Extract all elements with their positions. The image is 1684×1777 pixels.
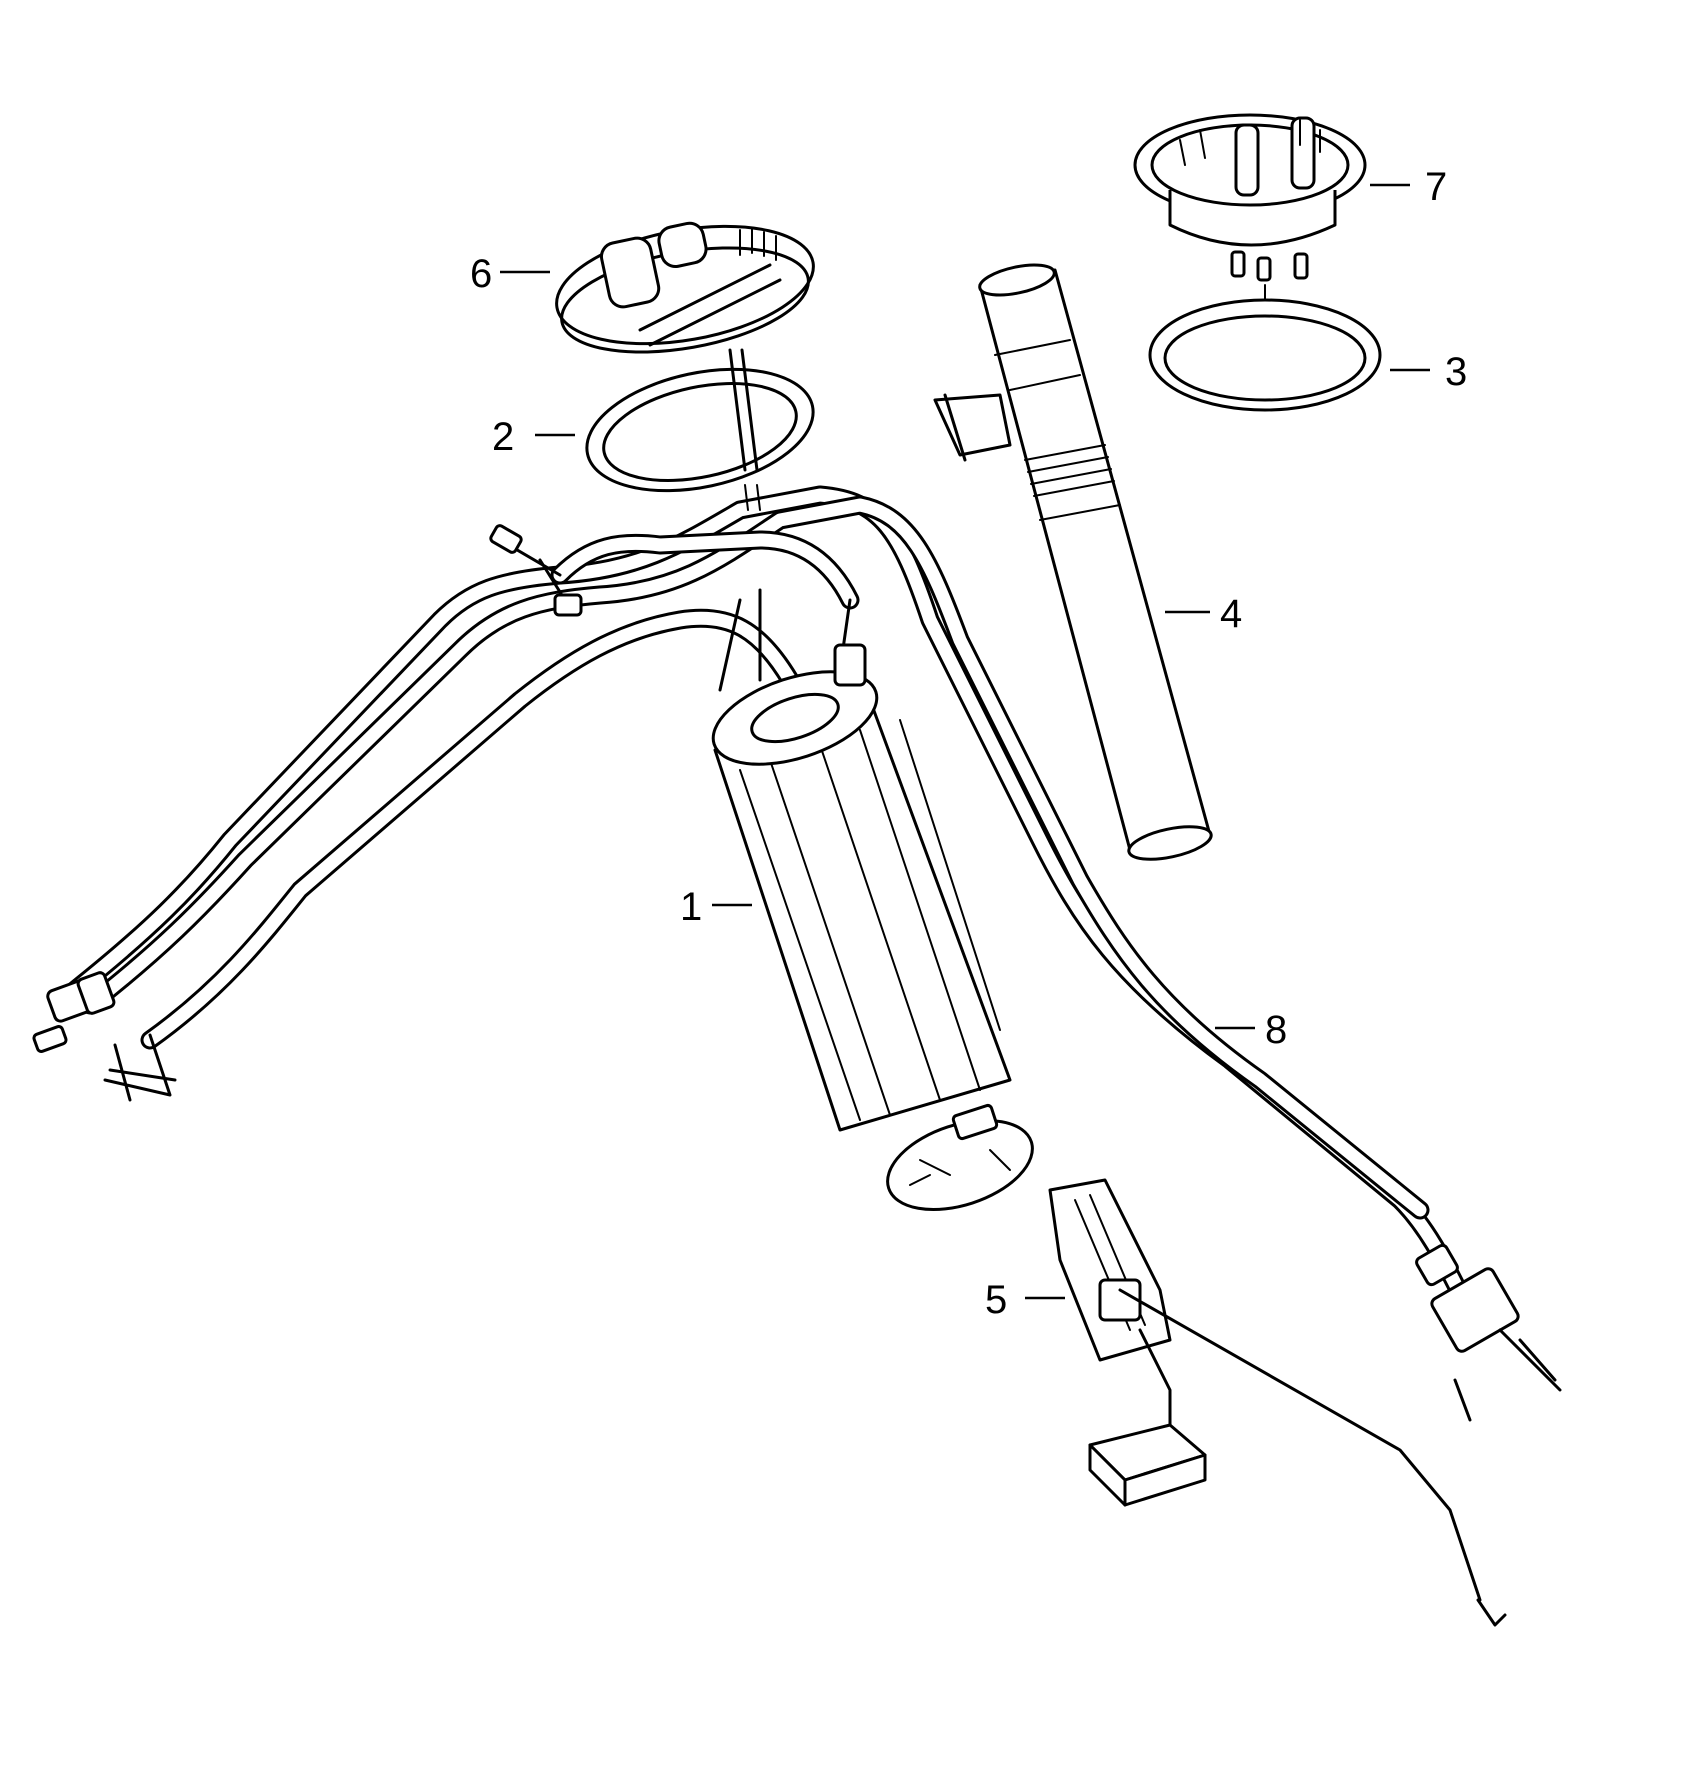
callout-6: 6 <box>470 252 492 296</box>
callout-3: 3 <box>1445 350 1467 394</box>
seal-ring-right <box>1148 298 1382 412</box>
fuel-pump-module <box>711 588 1034 1212</box>
callout-8: 8 <box>1265 1008 1287 1052</box>
callout-labels: 1 2 3 4 5 6 7 8 <box>470 165 1467 1322</box>
callout-4: 4 <box>1220 592 1242 636</box>
flange-right <box>1133 113 1367 401</box>
callout-5: 5 <box>985 1278 1007 1322</box>
leader-lines <box>500 183 1430 1300</box>
callout-2: 2 <box>492 415 514 459</box>
fuel-lines <box>32 485 1562 1422</box>
callout-7: 7 <box>1425 165 1447 209</box>
pump-tube <box>933 263 1213 861</box>
callout-1: 1 <box>680 885 702 929</box>
seal-ring-left <box>585 367 815 511</box>
fuel-level-sender <box>1048 1178 1507 1627</box>
flange-cover <box>555 221 815 472</box>
